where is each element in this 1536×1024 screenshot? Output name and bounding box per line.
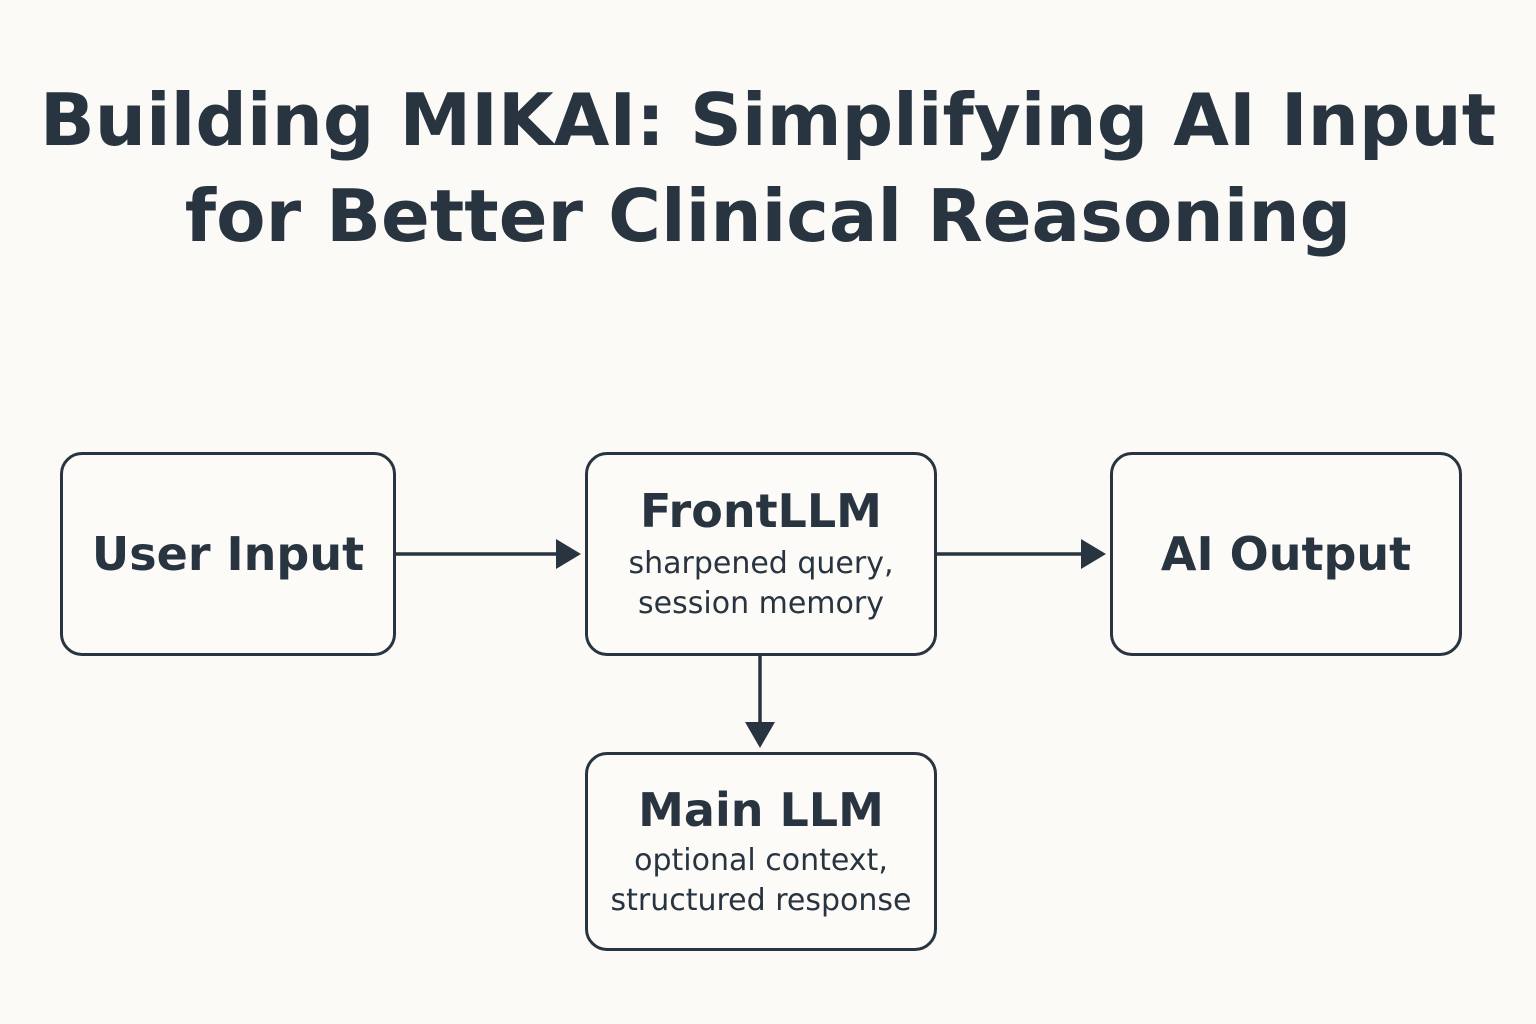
- title-line-1: Building MIKAI: Simplifying AI Input: [39, 78, 1497, 162]
- title-line-2: for Better Clinical Reasoning: [184, 174, 1352, 258]
- arrowhead-front-llm-icon: [556, 539, 581, 569]
- node-ai-output-label: AI Output: [1160, 527, 1412, 581]
- diagram-title: Building MIKAI: Simplifying AI Input for…: [0, 72, 1536, 264]
- node-main-llm-sub-1: optional context,: [634, 842, 888, 878]
- node-main-llm-sub-2: structured response: [610, 882, 912, 918]
- node-front-llm-sub-1: sharpened query,: [628, 546, 894, 581]
- node-ai-output: AI Output: [1110, 452, 1462, 656]
- node-user-input: User Input: [60, 452, 396, 656]
- node-front-llm: FrontLLM sharpened query, session memory: [585, 452, 937, 656]
- arrowhead-main-llm-icon: [745, 722, 775, 748]
- node-front-llm-label: FrontLLM: [640, 484, 882, 538]
- node-front-llm-sub-2: session memory: [638, 586, 884, 621]
- node-user-input-label: User Input: [91, 527, 365, 581]
- node-main-llm-label: Main LLM: [638, 782, 884, 837]
- node-main-llm: Main LLM optional context, structured re…: [585, 752, 937, 951]
- arrowhead-ai-output-icon: [1081, 539, 1106, 569]
